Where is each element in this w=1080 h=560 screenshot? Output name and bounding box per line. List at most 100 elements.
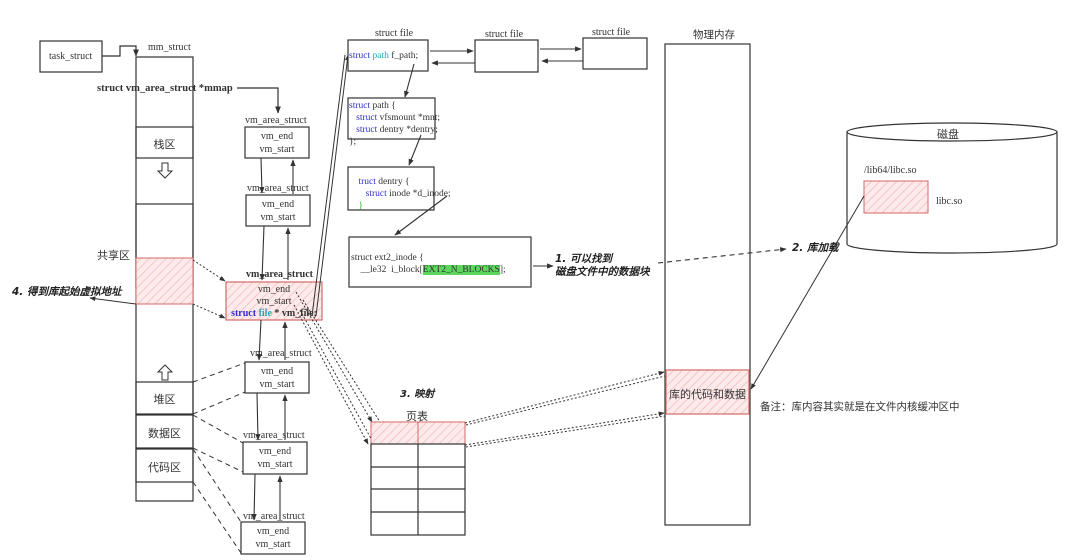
vm-area-1-fields: vm_end vm_start: [245, 130, 309, 156]
vm-area-box-4: [244, 361, 310, 394]
vm-area-3-fields: vm_end vm_start struct file * vm_file;: [226, 284, 322, 320]
struct-file-box-3: [582, 37, 648, 70]
file-type: file: [258, 308, 272, 319]
mm-struct-label: mm_struct: [148, 42, 191, 53]
vm-area-box-5: [242, 441, 308, 475]
f-path-field: struct path f_path;: [349, 50, 418, 62]
vm-area-box-6: [240, 521, 306, 555]
disk-title: 磁盘: [937, 128, 959, 141]
struct-keyword: struct: [356, 125, 378, 135]
libc-file-block: [863, 180, 929, 214]
ext2-inode-code: struct ext2_inode { __le32 i_block[EXT2_…: [351, 252, 506, 276]
vm-end-label: vm_end: [261, 199, 295, 210]
lib-code-data-label: 库的代码和数据: [669, 388, 746, 401]
heap-region-label: 堆区: [153, 393, 176, 406]
vm-end-label: vm_end: [260, 366, 294, 377]
vm-area-4-fields: vm_end vm_start: [245, 365, 309, 391]
code-text: dentry {: [375, 177, 410, 187]
struct-keyword: struct: [349, 101, 371, 111]
vm-area-title-5: vm_area_struct: [243, 430, 305, 441]
f-path-rest: f_path;: [388, 51, 419, 61]
vm-area-title-1: vm_area_struct: [245, 115, 307, 126]
vm-area-2-fields: vm_end vm_start: [246, 198, 310, 224]
struct-keyword: struct: [231, 308, 257, 319]
code-text: __le32 i_block[: [351, 265, 423, 275]
disk-cylinder: [846, 122, 1058, 254]
data-region-label: 数据区: [148, 427, 181, 440]
vm-start-label: vm_start: [255, 539, 291, 550]
struct-file-label-2: struct file: [485, 29, 524, 40]
page-table-title: 页表: [406, 410, 428, 423]
vm-start-label: vm_start: [257, 459, 293, 470]
code-text: ];: [499, 265, 506, 275]
vm-area-title-6: vm_area_struct: [243, 511, 305, 522]
vm-area-title-2: vm_area_struct: [247, 183, 309, 194]
vm-end-label: vm_end: [257, 284, 291, 295]
vm-start-label: vm_start: [259, 144, 295, 155]
annotation-4: 4. 得到库起始虚拟地址: [12, 286, 122, 298]
libc-file-label: libc.so: [936, 196, 963, 207]
code-region-label: 代码区: [148, 461, 181, 474]
struct-path-code: struct path { struct vfsmount *mnt; stru…: [349, 100, 440, 148]
page-table-grid: [370, 421, 466, 536]
code-text: dentry *dentry;: [377, 125, 438, 135]
dentry-box: [347, 166, 435, 211]
annotation-2: 2. 库加载: [792, 242, 839, 254]
struct-keyword: struct: [365, 189, 387, 199]
physical-memory-title: 物理内存: [693, 29, 735, 41]
annotation-4-arrow: [89, 296, 137, 305]
annotation-1-line1: 1. 可以找到: [555, 253, 612, 265]
path-type: path: [372, 51, 389, 61]
ext2-inode-box: [348, 236, 532, 288]
physical-memory-column: [664, 43, 751, 526]
code-text: path {: [370, 101, 396, 111]
code-text: struct ext2_inode {: [351, 253, 424, 263]
stack-region: [135, 126, 194, 159]
struct-path-box: [347, 97, 436, 140]
vm-end-label: vm_end: [258, 446, 292, 457]
struct-file-box-1: [347, 39, 429, 72]
vm-area-title-4: vm_area_struct: [250, 348, 312, 359]
vm-file-field: struct file * vm_file;: [226, 308, 322, 320]
vm-area-6-fields: vm_end vm_start: [241, 525, 305, 551]
code-text: inode *d_inode;: [386, 189, 451, 199]
vm-start-label: vm_start: [259, 379, 295, 390]
struct-keyword: struct: [356, 113, 378, 123]
shared-region-label: 共享区: [97, 249, 130, 262]
vm-area-box-1: [244, 126, 310, 159]
struct-keyword: truct: [358, 177, 376, 187]
vm-area-box-2: [245, 194, 311, 227]
mmap-arrow: [237, 87, 281, 114]
code-text: }: [358, 201, 364, 211]
ext2-n-blocks-highlight: EXT2_N_BLOCKS: [422, 265, 500, 275]
dentry-code: truct dentry { struct inode *d_inode; }: [349, 176, 451, 212]
task-struct-label: task_struct: [49, 51, 93, 62]
disk-to-memory-arrow: [750, 195, 865, 390]
data-region: [135, 414, 194, 449]
struct-file-box-2: [474, 39, 539, 73]
annotation-1-line2: 磁盘文件中的数据块: [555, 266, 650, 278]
struct-file-label-1: struct file: [375, 28, 414, 39]
shared-lib-virtual-region: [135, 257, 194, 305]
vm-area-5-fields: vm_end vm_start: [243, 445, 307, 471]
struct-file-label-3: struct file: [592, 27, 631, 38]
vm-start-label: vm_start: [260, 212, 296, 223]
vm-area-title-3: vm_area_struct: [246, 269, 314, 280]
task-to-mm-arrow: [102, 45, 139, 57]
stack-grow-down-arrow: [156, 162, 174, 179]
vm-start-label: vm_start: [256, 296, 292, 307]
vm-end-label: vm_end: [260, 131, 294, 142]
annotation-3: 3. 映射: [400, 389, 435, 400]
mmap-field-label: struct vm_area_struct *mmap: [97, 83, 233, 94]
memory-note: 备注：库内容其实就是在文件内核缓冲区中: [760, 401, 960, 413]
lib-code-data-block: [665, 369, 750, 415]
code-text: };: [349, 137, 357, 147]
heap-region: [135, 381, 194, 415]
libc-path-label: /lib64/libc.so: [864, 165, 917, 176]
code-text: vfsmount *mnt;: [377, 113, 441, 123]
vm-area-box-3: [225, 281, 323, 321]
vm-file-rest: * vm_file;: [271, 308, 317, 319]
code-region: [135, 448, 194, 483]
heap-grow-up-arrow: [156, 364, 174, 381]
